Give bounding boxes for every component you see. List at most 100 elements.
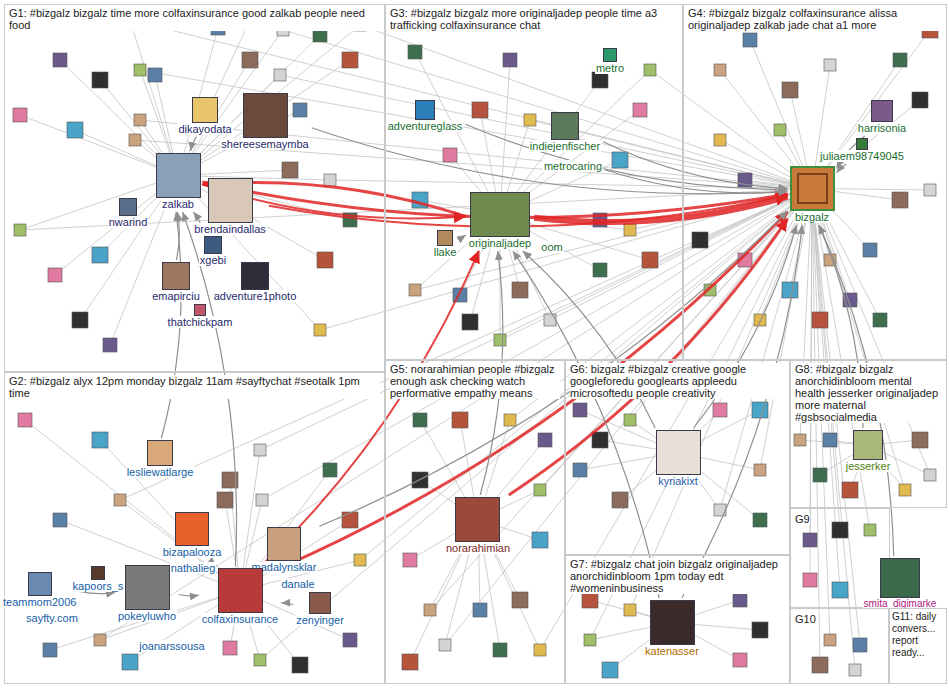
small-avatar — [462, 314, 478, 330]
background-link — [430, 189, 812, 611]
avatar-image — [218, 568, 263, 613]
small-avatar — [282, 162, 298, 178]
small-avatar — [18, 413, 32, 427]
user-label: llake — [433, 246, 458, 258]
small-avatar — [849, 664, 861, 676]
small-avatar — [122, 654, 138, 670]
user-label: indiejenfischer — [529, 140, 601, 152]
edge-line — [319, 211, 787, 526]
user-label: bizgalz — [794, 211, 830, 223]
user-label: pokeyluwho — [117, 610, 177, 622]
small-avatar — [92, 247, 108, 263]
background-link — [812, 189, 905, 491]
group-panel: G7: #bizgalz chat join bizgalz originalj… — [565, 555, 790, 684]
small-avatar — [324, 174, 336, 186]
avatar-image — [309, 592, 331, 614]
small-avatar — [832, 522, 848, 538]
small-avatar — [67, 122, 83, 138]
user-label: nathalieg — [170, 562, 217, 574]
user-node: adventure1photo — [213, 262, 298, 302]
user-label: dikayodata — [177, 123, 232, 135]
small-avatar — [853, 638, 867, 652]
small-avatar — [254, 654, 266, 666]
user-node: smita_digimarke — [863, 558, 938, 610]
small-avatar — [134, 64, 146, 76]
user-node: emapirciu — [151, 262, 201, 302]
avatar-image — [455, 497, 500, 542]
user-node: lesliewatlarge — [126, 440, 195, 478]
edge-line — [523, 251, 655, 428]
avatar-image — [656, 430, 701, 475]
small-avatar — [323, 463, 337, 477]
user-node: danale — [280, 578, 315, 590]
small-avatar — [512, 592, 528, 608]
small-avatar — [612, 152, 628, 168]
user-label: xgebi — [199, 254, 227, 266]
group-panel: G11: daily convers... report ready... — [888, 608, 947, 684]
small-avatar — [443, 148, 457, 162]
small-avatar — [242, 52, 258, 68]
small-avatar — [439, 639, 451, 651]
avatar-image — [470, 192, 530, 237]
small-avatar — [803, 573, 817, 587]
user-node: nathalieg — [170, 562, 217, 574]
group-heading: G11: daily convers... report ready... — [892, 611, 943, 659]
background-link — [280, 75, 812, 189]
user-node: zalkab — [156, 153, 201, 210]
edge-line — [509, 219, 788, 495]
user-node: norarahimian — [445, 497, 511, 554]
small-avatar — [14, 224, 26, 236]
group-heading: G7: #bizgalz chat join bizgalz originalj… — [570, 558, 785, 594]
user-node: sayfty.com — [25, 612, 79, 624]
small-avatar — [733, 653, 747, 667]
user-label: kapoors_s — [72, 580, 125, 592]
small-avatar — [644, 64, 656, 76]
user-node: juliaem98749045 — [819, 138, 905, 162]
small-avatar — [48, 268, 62, 282]
small-avatar — [692, 232, 708, 248]
user-node: shereesemaymba — [220, 93, 309, 150]
user-node: colfaxinsurance — [201, 568, 279, 625]
small-avatar — [292, 657, 308, 673]
edge-line — [682, 225, 802, 598]
small-avatar — [342, 512, 358, 528]
group-heading: G1: #bizgalz bizgalz time more colfaxins… — [9, 7, 380, 31]
user-label: bizapalooza — [162, 546, 223, 558]
small-avatar — [256, 494, 268, 506]
user-node: adventureglass — [387, 100, 464, 132]
user-node: llake — [433, 230, 458, 258]
small-avatar — [863, 243, 877, 257]
small-avatar — [103, 338, 117, 352]
user-node: dikayodata — [177, 97, 232, 135]
small-avatar — [813, 468, 827, 482]
small-avatar — [472, 102, 488, 118]
user-node: nwarind — [108, 198, 149, 228]
group-heading: G4: #bizgalz bizgalz colfaxinsurance ali… — [688, 7, 942, 31]
user-node: teammom2006 — [2, 572, 77, 608]
user-label: kyriakixt — [657, 475, 699, 487]
user-node: pokeyluwho — [117, 565, 177, 622]
group-panel: G10 — [790, 608, 890, 684]
small-avatar — [573, 403, 587, 417]
background-link — [262, 189, 812, 501]
avatar-image — [415, 100, 435, 120]
user-node: xgebi — [199, 236, 227, 266]
user-label: emapirciu — [151, 290, 201, 302]
group-panel: G1: #bizgalz bizgalz time more colfaxins… — [4, 4, 385, 372]
user-label: nwarind — [108, 216, 149, 228]
small-avatar — [532, 532, 548, 548]
background-links — [20, 20, 930, 670]
edge-line — [603, 142, 787, 189]
user-label: oom — [540, 241, 563, 253]
user-node: kapoors_s — [72, 566, 125, 592]
group-panel: G3: #bizgalz bizgalz more originaljadep … — [385, 4, 683, 360]
background-link — [178, 25, 360, 176]
small-avatar — [354, 554, 366, 566]
small-avatar — [752, 622, 768, 638]
background-avatars — [13, 12, 938, 678]
small-avatar — [842, 482, 858, 498]
small-avatar — [584, 634, 596, 646]
user-node: metrocaring — [543, 160, 603, 172]
small-avatar — [582, 592, 598, 608]
avatar-image — [28, 572, 52, 596]
